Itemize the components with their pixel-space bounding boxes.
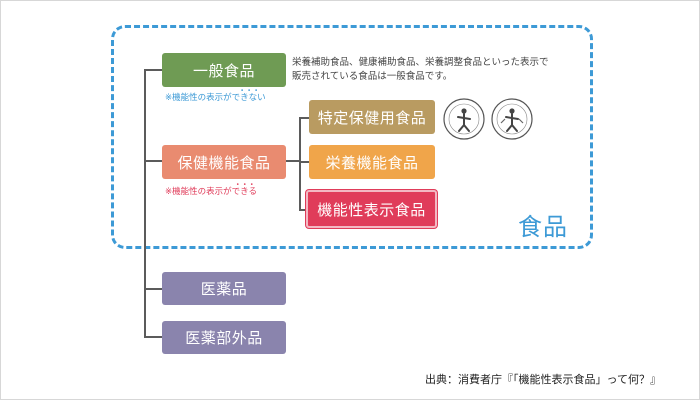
general-food-description: 栄養補助食品、健康補助食品、栄養調整食品といった表示で販売されている食品は一般食… [292, 57, 549, 82]
foshu-box: 特定保健用食品 [309, 100, 435, 134]
main-trunk-line [144, 69, 146, 337]
health-function-food-box: 保健機能食品 [162, 145, 286, 179]
sub-connector-line [286, 160, 300, 162]
branch-line-drug [144, 288, 162, 290]
note-cannot-prefix: ※機能性の表示が [165, 93, 232, 103]
branch-line-function-claim [299, 209, 309, 211]
food-category-label: 食品 [518, 213, 568, 241]
quasi-drug-box: 医薬部外品 [162, 321, 286, 354]
note-can-prefix: ※機能性の表示が [165, 187, 232, 197]
note-can-emphasis: できる [232, 187, 257, 197]
branch-line-health-function [144, 160, 162, 162]
branch-line-foshu [299, 117, 309, 119]
branch-line-nutrient [299, 161, 309, 163]
note-cannot-emphasis: できない [232, 93, 266, 103]
nutrient-function-food-box: 栄養機能食品 [309, 145, 435, 179]
note-can-display: ※機能性の表示ができる [165, 185, 257, 197]
function-claim-food-box: 機能性表示食品 [306, 190, 437, 228]
note-cannot-display: ※機能性の表示ができない [165, 91, 266, 103]
branch-line-general [144, 69, 162, 71]
branch-line-quasi-drug [144, 336, 162, 338]
source-citation: 出典：消費者庁『「機能性表示食品」って何？』 [425, 373, 661, 386]
food-category-area [111, 25, 593, 249]
conditional-foshu-mark-icon [491, 98, 533, 140]
sub-trunk-line [299, 117, 301, 210]
foshu-mark-icon [443, 98, 485, 140]
general-food-box: 一般食品 [162, 53, 286, 87]
drug-box: 医薬品 [162, 272, 286, 305]
